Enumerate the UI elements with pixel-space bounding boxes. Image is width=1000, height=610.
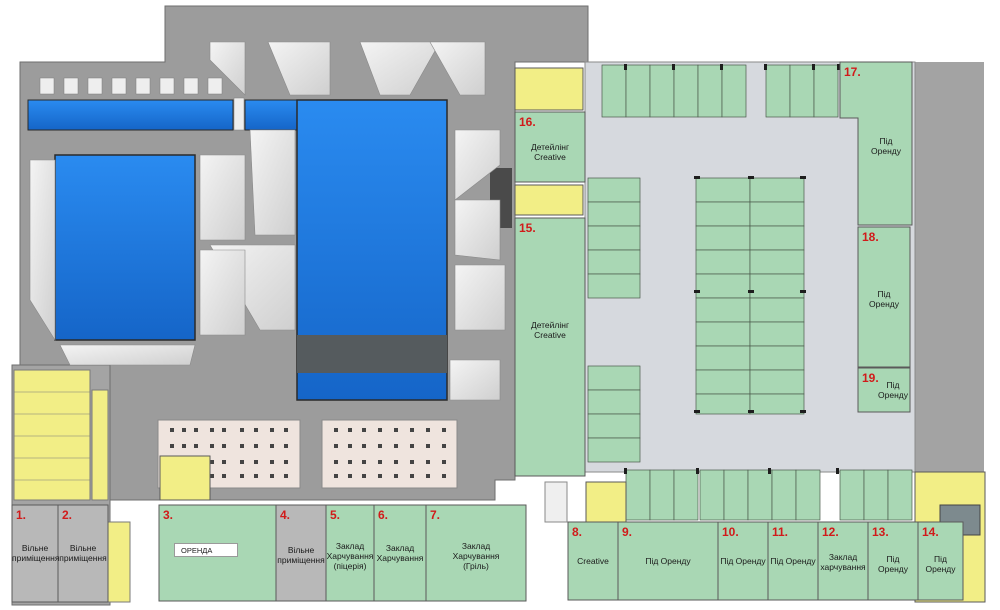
unit-1[interactable]: 1. Вільне приміщення [12, 505, 60, 602]
unit-13-number: 13. [872, 525, 889, 539]
unit-11-label: Під Оренду [770, 556, 816, 566]
unit-17[interactable]: 17. Під Оренду [840, 62, 912, 225]
table-grid-left [170, 428, 288, 478]
pool-channel-mid [244, 99, 298, 131]
unit-3-number: 3. [163, 508, 174, 522]
table-grid-right [334, 428, 446, 478]
unit-19-label: Під Оренду [878, 380, 908, 400]
unit-10-number: 10. [722, 525, 739, 539]
unit-1-label: Вільне приміщення [12, 543, 60, 563]
pool-channel-left [27, 99, 234, 131]
unit-19[interactable]: 19. Під Оренду [858, 368, 910, 412]
parking-columns [624, 64, 840, 474]
yellow-room-top [514, 67, 584, 111]
unit-7-number: 7. [430, 508, 441, 522]
unit-15-label: Детейлінг Creative [530, 320, 570, 340]
unit-6-label: Заклад Харчування [376, 543, 424, 563]
unit-9-number: 9. [622, 525, 633, 539]
unit-7[interactable]: 7. Заклад Харчування (Гріль) [426, 505, 526, 601]
unit-8-label: Creative [577, 556, 609, 566]
unit-2[interactable]: 2. Вільне приміщення [58, 505, 108, 602]
unit-7-label: Заклад Харчування (Гріль) [452, 541, 500, 571]
yellow-room-small [159, 455, 211, 501]
unit-11-number: 11. [772, 525, 789, 539]
unit-11[interactable]: 11. Під Оренду [768, 522, 818, 600]
unit-15[interactable]: 15. Детейлінг Creative [515, 218, 585, 476]
arenda-tag: ОРЕНДА [174, 543, 238, 557]
unit-16-number: 16. [519, 115, 536, 129]
yellow-room-mid [514, 184, 584, 216]
unit-13[interactable]: 13. Під Оренду [868, 522, 918, 600]
pool-divider [297, 335, 447, 373]
unit-8-number: 8. [572, 525, 583, 539]
lounger-row-top [39, 77, 245, 131]
unit-10-label: Під Оренду [720, 556, 766, 566]
unit-12-number: 12. [822, 525, 839, 539]
unit-14-label: Під Оренду [925, 554, 956, 574]
unit-9[interactable]: 9. Під Оренду [618, 522, 718, 600]
unit-14-number: 14. [922, 525, 939, 539]
unit-3[interactable]: 3. [159, 505, 276, 601]
unit-2-label: Вільне приміщення [59, 543, 107, 563]
yellow-room-left [13, 369, 91, 501]
unit-5-label: Заклад Харчування (піцерія) [326, 541, 374, 571]
table-area-right [321, 419, 458, 489]
unit-15-number: 15. [519, 221, 536, 235]
unit-18-number: 18. [862, 230, 879, 244]
unit-4-number: 4. [280, 508, 291, 522]
right-slab [912, 62, 984, 472]
units-gray [11, 504, 327, 603]
unit-8[interactable]: 8. Creative [568, 522, 618, 600]
unit-4[interactable]: 4. Вільне приміщення [276, 505, 326, 601]
units-green [158, 64, 964, 602]
unit-12-label: Заклад харчування [820, 552, 866, 572]
unit-2-number: 2. [62, 508, 73, 522]
yellow-room-left-2 [91, 389, 109, 501]
yellow-room-lines [14, 391, 90, 481]
unit-17-number: 17. [844, 65, 861, 79]
unit-16[interactable]: 16. Детейлінг Creative [515, 112, 585, 182]
loungers [29, 41, 506, 401]
unit-14[interactable]: 14. Під Оренду [918, 522, 963, 600]
unit-1-number: 1. [16, 508, 27, 522]
unit-6[interactable]: 6. Заклад Харчування [374, 505, 426, 601]
stair-lower [544, 481, 568, 523]
parking-stalls-center [695, 177, 805, 415]
parking-stalls-top [601, 64, 839, 118]
unit-16-label: Детейлінг Creative [530, 142, 570, 162]
unit-13-label: Під Оренду [878, 554, 908, 574]
unit-5[interactable]: 5. Заклад Харчування (піцерія) [326, 505, 374, 601]
unit-17-label: Під Оренду [871, 136, 901, 156]
unit-18[interactable]: 18. Під Оренду [858, 227, 910, 367]
unit-10[interactable]: 10. Під Оренду [718, 522, 768, 600]
unit-9-label: Під Оренду [645, 556, 691, 566]
unit-18-label: Під Оренду [869, 289, 899, 309]
unit-12[interactable]: 12. Заклад харчування [818, 522, 868, 600]
unit-5-number: 5. [330, 508, 341, 522]
unit-6-number: 6. [378, 508, 389, 522]
unit-4-label: Вільне приміщення [277, 545, 325, 565]
unit-19-number: 19. [862, 371, 879, 385]
yellow-room-bottom [585, 481, 627, 523]
parking-stalls-left [587, 177, 641, 463]
parking-stalls-bottom [625, 469, 913, 521]
unit-17-corner [839, 61, 913, 226]
